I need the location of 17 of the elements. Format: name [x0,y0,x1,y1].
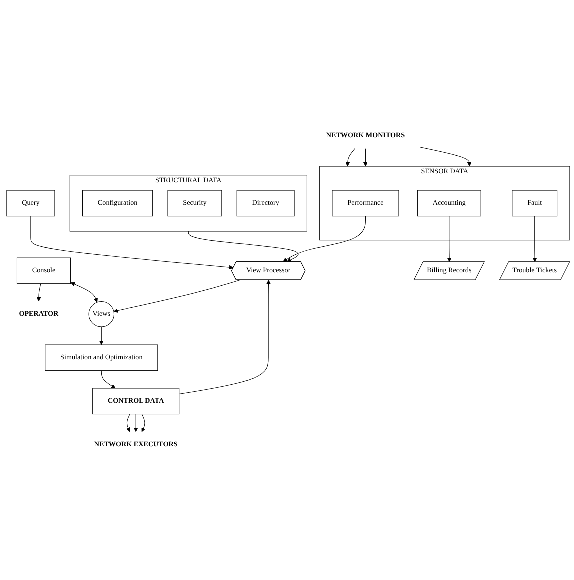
arrow [364,148,368,166]
arrow [179,280,271,394]
arrow [346,148,356,166]
arrow [99,326,104,345]
arrow [134,414,138,432]
arrow [188,230,299,262]
arrow [30,216,234,270]
arrow [283,216,366,262]
arrow [447,216,452,262]
arrow [114,280,240,313]
arrow [36,283,42,302]
arrow [142,414,146,432]
arrow [101,370,116,388]
arrow [420,146,472,166]
arrow [126,414,130,432]
arrow [70,282,98,302]
arrow [532,216,538,262]
